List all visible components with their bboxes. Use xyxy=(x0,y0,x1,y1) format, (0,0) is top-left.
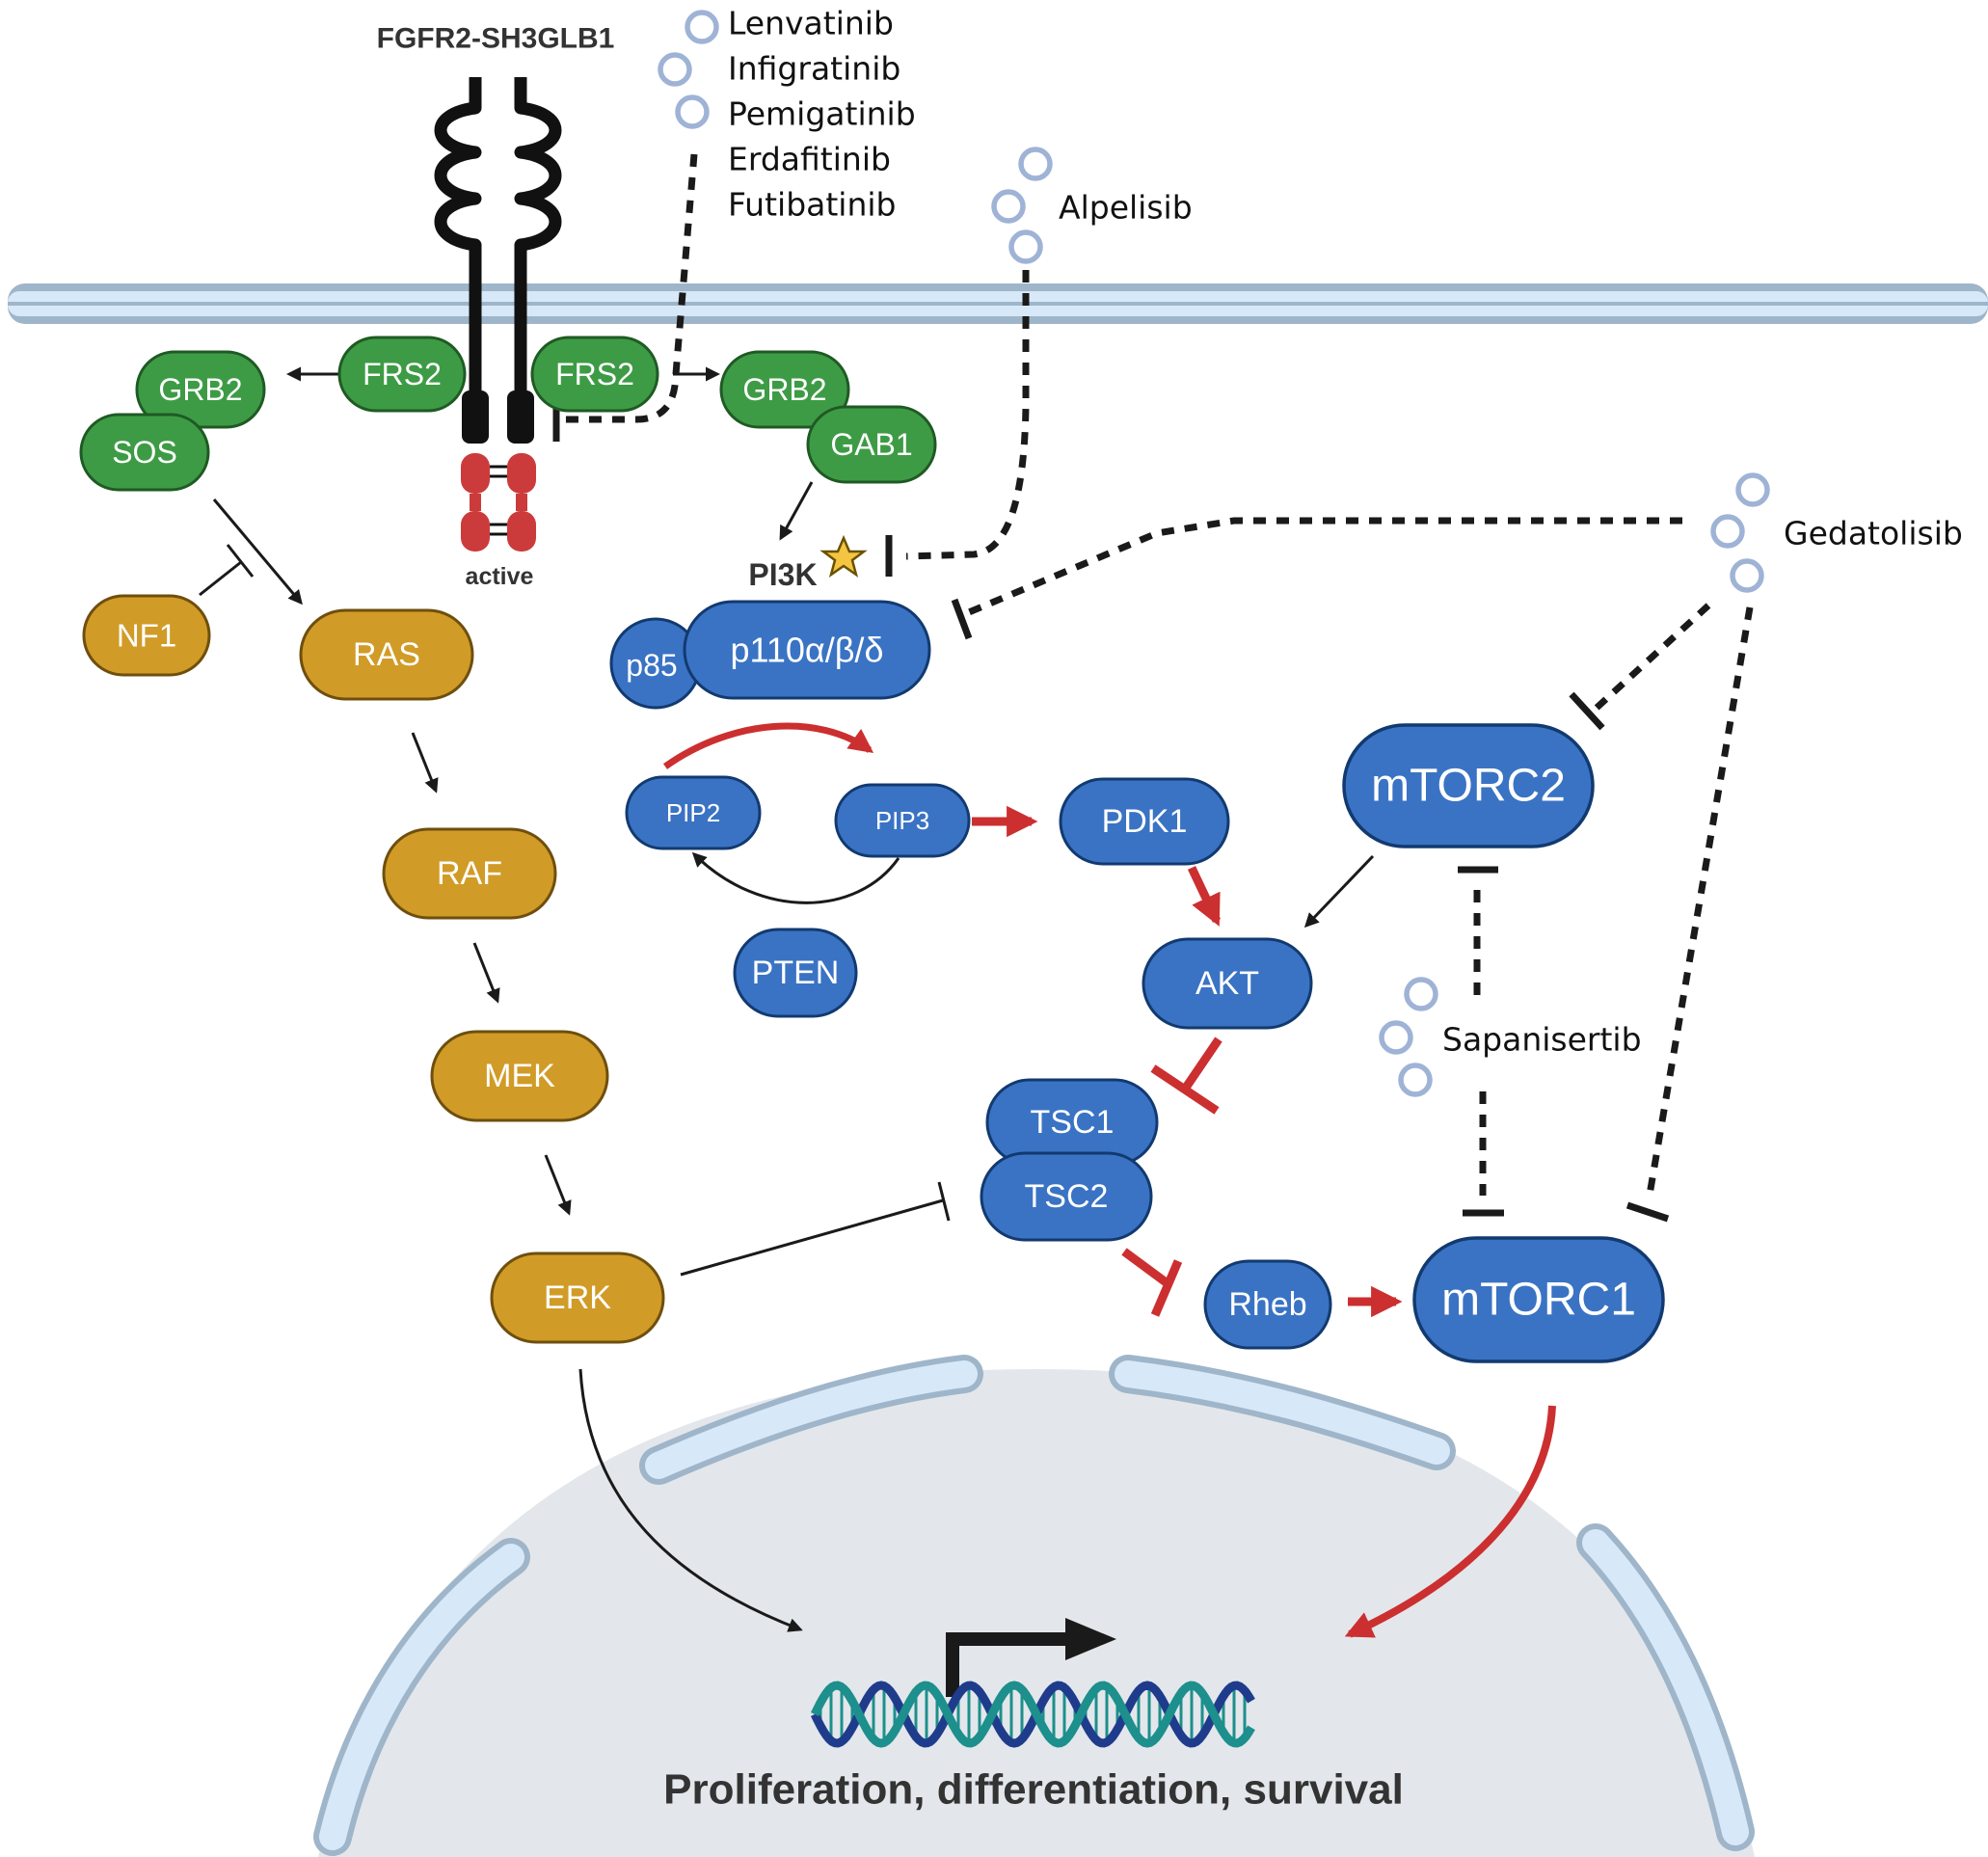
receptor-label: FGFR2-SH3GLB1 xyxy=(377,23,615,55)
node-sos: SOS xyxy=(79,413,210,492)
arrow-sos-ras xyxy=(212,498,303,606)
node-tsc1: TSC1 xyxy=(985,1078,1159,1167)
node-label: mTORC2 xyxy=(1371,761,1566,812)
node-label: GAB1 xyxy=(830,427,912,462)
fgfr-inhibitor-list: Lenvatinib Infigratinib Pemigatinib Erda… xyxy=(728,5,916,224)
transcription-start-arrow-icon xyxy=(946,1618,1116,1697)
inhibition-gedatolisib-mtorc2 xyxy=(1569,603,1711,731)
node-label: TSC2 xyxy=(1025,1178,1109,1215)
outcome-label: Proliferation, differentiation, survival xyxy=(663,1766,1404,1814)
drug-molecule-icon xyxy=(658,10,719,129)
node-grb2-left: GRB2 xyxy=(135,350,266,429)
arrow-mek-erk xyxy=(544,1154,572,1216)
drug-label-infigratinib: Infigratinib xyxy=(728,50,900,88)
fgfr2-receptor xyxy=(434,77,562,552)
node-frs2-left: FRS2 xyxy=(337,336,467,413)
node-label: SOS xyxy=(112,435,177,470)
inhibition-sapanisertib-mtorc2 xyxy=(1458,866,1498,995)
node-label: PIP2 xyxy=(666,798,720,827)
drug-label-futibatinib: Futibatinib xyxy=(728,186,897,224)
node-label: FRS2 xyxy=(555,357,634,391)
node-label: PDK1 xyxy=(1102,803,1188,840)
arrow-ras-raf xyxy=(411,732,439,794)
node-pdk1: PDK1 xyxy=(1059,777,1230,866)
inhibition-gedatolisib-pi3k xyxy=(951,517,1682,640)
drug-molecule-icon xyxy=(1710,472,1770,593)
node-grb2-right: GRB2 xyxy=(719,350,850,429)
node-label: FRS2 xyxy=(363,357,442,391)
inhibition-akt-tsc xyxy=(1150,1036,1222,1115)
pathway-arrows xyxy=(199,366,1375,1632)
node-pip2: PIP2 xyxy=(625,775,762,850)
inhibition-nf1-ras xyxy=(199,544,255,597)
node-label: p85 xyxy=(626,648,677,683)
arrow-mtorc2-akt xyxy=(1303,854,1375,928)
node-tsc2: TSC2 xyxy=(980,1151,1153,1242)
drug-molecule-icon xyxy=(1379,977,1438,1097)
drug-label-sapanisertib: Sapanisertib xyxy=(1442,1021,1642,1059)
node-erk: ERK xyxy=(490,1251,665,1344)
node-rheb: Rheb xyxy=(1203,1259,1332,1350)
inhibition-gedatolisib-mtorc1 xyxy=(1625,606,1754,1223)
node-nf1: NF1 xyxy=(82,594,211,677)
arrow-raf-mek xyxy=(472,942,500,1004)
node-label: ERK xyxy=(544,1279,611,1316)
node-gab1: GAB1 xyxy=(806,405,937,484)
arrow-mtorc1-nucleus xyxy=(1344,1405,1556,1638)
node-mtorc2: mTORC2 xyxy=(1342,723,1595,848)
inhibition-sapanisertib-mtorc1 xyxy=(1463,1091,1504,1217)
node-label: TSC1 xyxy=(1031,1104,1115,1141)
inhibition-alpelisib xyxy=(885,270,1030,577)
node-label: AKT xyxy=(1195,965,1259,1002)
node-label: Rheb xyxy=(1228,1286,1306,1323)
node-label: MEK xyxy=(484,1058,555,1094)
node-akt: AKT xyxy=(1142,937,1313,1030)
node-label: PTEN xyxy=(752,955,840,991)
node-frs2-right: FRS2 xyxy=(530,336,659,413)
node-label: RAS xyxy=(353,636,420,673)
nucleus xyxy=(313,1355,1755,1857)
arrow-erk-nucleus xyxy=(578,1368,803,1632)
arrow-pdk1-akt xyxy=(1187,866,1222,927)
red-activation-arrows xyxy=(662,722,1556,1638)
drug-label-pemigatinib: Pemigatinib xyxy=(728,95,916,133)
activation-star-icon xyxy=(819,534,868,578)
node-label: GRB2 xyxy=(158,372,242,407)
dna-helix-icon xyxy=(810,1681,1255,1748)
node-label: GRB2 xyxy=(742,372,826,407)
node-label: PIP3 xyxy=(875,806,929,835)
node-pip3: PIP3 xyxy=(834,783,971,858)
node-p110: p110α/β/δ xyxy=(683,600,931,700)
drug-label-alpelisib: Alpelisib xyxy=(1059,189,1193,227)
inhibition-tsc-rheb xyxy=(1121,1248,1183,1317)
receptor-state-label: active xyxy=(466,563,534,590)
arrow-pip2-pip3 xyxy=(662,722,874,769)
arrow-gab1-pi3k xyxy=(779,481,814,541)
drug-label-lenvatinib: Lenvatinib xyxy=(728,5,894,42)
node-pten: PTEN xyxy=(733,928,858,1018)
cell-membrane xyxy=(8,283,1988,324)
inhibition-erk-tsc xyxy=(680,1181,951,1277)
drug-molecule-icon xyxy=(991,147,1053,264)
pi3k-label: PI3K xyxy=(748,557,817,592)
node-ras: RAS xyxy=(299,608,474,701)
arrow-pten-pip3-pip2 xyxy=(691,851,900,904)
node-mtorc1: mTORC1 xyxy=(1412,1236,1665,1363)
node-p85: p85 xyxy=(609,617,702,710)
node-raf: RAF xyxy=(382,827,557,920)
node-label: mTORC1 xyxy=(1441,1275,1636,1326)
drug-label-gedatolisib: Gedatolisib xyxy=(1784,515,1963,552)
node-label: RAF xyxy=(437,855,502,892)
node-label: NF1 xyxy=(117,618,176,654)
node-label: p110α/β/δ xyxy=(731,631,884,670)
node-mek: MEK xyxy=(430,1030,609,1122)
drug-label-erdafitinib: Erdafitinib xyxy=(728,141,891,178)
